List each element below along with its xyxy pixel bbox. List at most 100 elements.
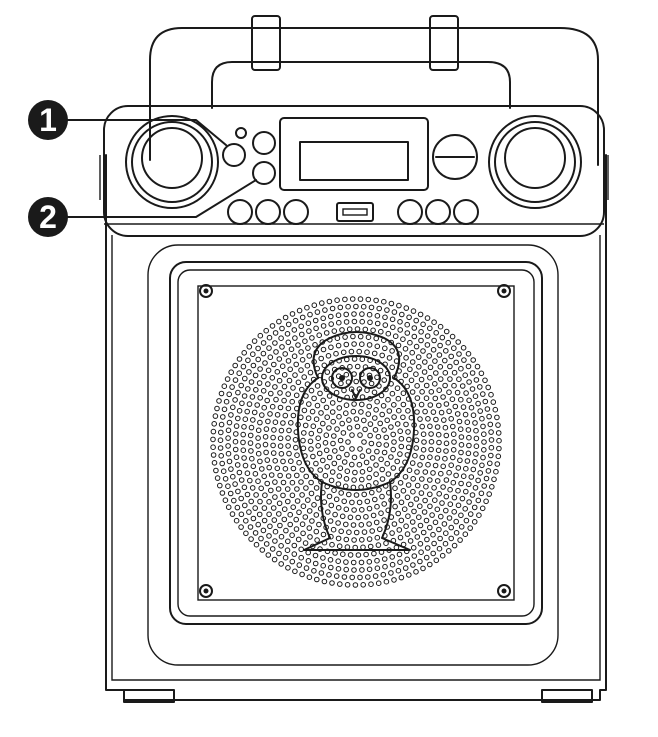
mode-button[interactable] [432, 134, 478, 180]
grille-dot [336, 413, 342, 420]
grille-dot [241, 455, 247, 461]
grille-dot [427, 561, 433, 568]
button-2[interactable] [252, 161, 276, 185]
grille-dot [356, 461, 363, 468]
grille-dot [388, 454, 394, 460]
grille-dot [302, 514, 309, 520]
grille-dot [217, 437, 224, 444]
grille-dot [342, 296, 348, 303]
grille-dot [314, 309, 321, 315]
grille-dot [475, 477, 481, 484]
button-1[interactable] [222, 143, 246, 167]
grille-dot [248, 448, 254, 454]
grille-dot [413, 569, 419, 575]
grille-dot [252, 372, 259, 379]
grille-dot [411, 508, 417, 515]
grille-dot [216, 398, 222, 404]
grille-dot [461, 357, 467, 363]
grille-dot [428, 389, 435, 395]
grille-dot [472, 485, 479, 491]
grille-dot [397, 534, 404, 541]
grille-dot [304, 304, 310, 311]
grille-dot [377, 367, 384, 374]
grille-dot [285, 443, 291, 449]
grille-dot [287, 511, 294, 518]
grille-dot [462, 411, 469, 418]
grille-dot [211, 460, 218, 466]
grille-dot [299, 314, 306, 321]
grille-dot [218, 421, 225, 428]
grille-dot [442, 357, 448, 364]
grille-dot [408, 501, 414, 508]
grille-dot [326, 454, 333, 461]
grille-dot [268, 472, 275, 478]
grille-dot [282, 412, 289, 419]
grille-dot [299, 492, 305, 498]
grille-dot [311, 395, 317, 402]
grille-dot [335, 342, 342, 349]
grille-dot [422, 408, 428, 415]
grille-dot [273, 396, 279, 403]
grille-dot [278, 561, 285, 567]
grille-dot [436, 352, 443, 358]
grille-dot [397, 480, 404, 486]
grille-dot [374, 374, 380, 381]
grille-dot [342, 483, 349, 490]
grille-dot [433, 370, 439, 376]
grille-dot [306, 525, 313, 531]
grille-dot [354, 423, 361, 430]
grille-dot [414, 383, 420, 389]
grille-dot [406, 467, 413, 474]
grille-dot [407, 366, 413, 373]
grille-dot [346, 491, 352, 498]
grille-dot [313, 416, 320, 423]
grille-dot [390, 465, 397, 471]
grille-dot [334, 426, 340, 432]
grille-dot [453, 530, 460, 536]
grille-dot [428, 431, 434, 437]
grille-dot [248, 536, 254, 542]
grille-dot [491, 476, 497, 483]
grille-dot [242, 375, 248, 382]
button-row-right[interactable] [397, 199, 479, 225]
grille-dot [389, 364, 396, 371]
grille-dot [313, 325, 319, 332]
grille-dot [328, 313, 334, 320]
grille-dot [435, 431, 442, 438]
grille-dot [228, 369, 234, 376]
grille-dot [349, 574, 356, 581]
button-row-left[interactable] [227, 199, 309, 225]
grille-dot [432, 497, 438, 504]
grille-dot [436, 545, 443, 552]
grille-dot [230, 473, 236, 480]
grille-dot [238, 511, 245, 518]
grille-dot [394, 385, 401, 392]
grille-dot [466, 434, 472, 441]
grille-dot [409, 359, 416, 365]
grille-dot [347, 363, 353, 370]
button-top[interactable] [252, 131, 276, 155]
grille-dot [488, 429, 494, 435]
grille-dot [472, 459, 478, 465]
grille-dot [389, 561, 396, 568]
grille-dot [433, 557, 440, 564]
grille-dot [226, 419, 233, 426]
grille-dot [232, 438, 239, 445]
grille-dot [261, 505, 268, 511]
grille-dot [420, 447, 427, 453]
grille-dot [390, 324, 396, 331]
grille-dot [226, 458, 233, 465]
grille-dot [326, 572, 332, 578]
grille-dot [460, 473, 467, 480]
grille-dot [308, 387, 315, 394]
grille-dot [459, 383, 466, 389]
grille-dot [221, 406, 228, 413]
volume-knob-right[interactable] [488, 115, 582, 209]
grille-dot [418, 490, 425, 496]
grille-dot [318, 570, 325, 576]
volume-knob-left[interactable] [125, 115, 219, 209]
grille-dot [488, 437, 495, 443]
grille-dot [214, 475, 221, 481]
grille-dot [481, 483, 488, 489]
grille-dot [303, 473, 310, 480]
